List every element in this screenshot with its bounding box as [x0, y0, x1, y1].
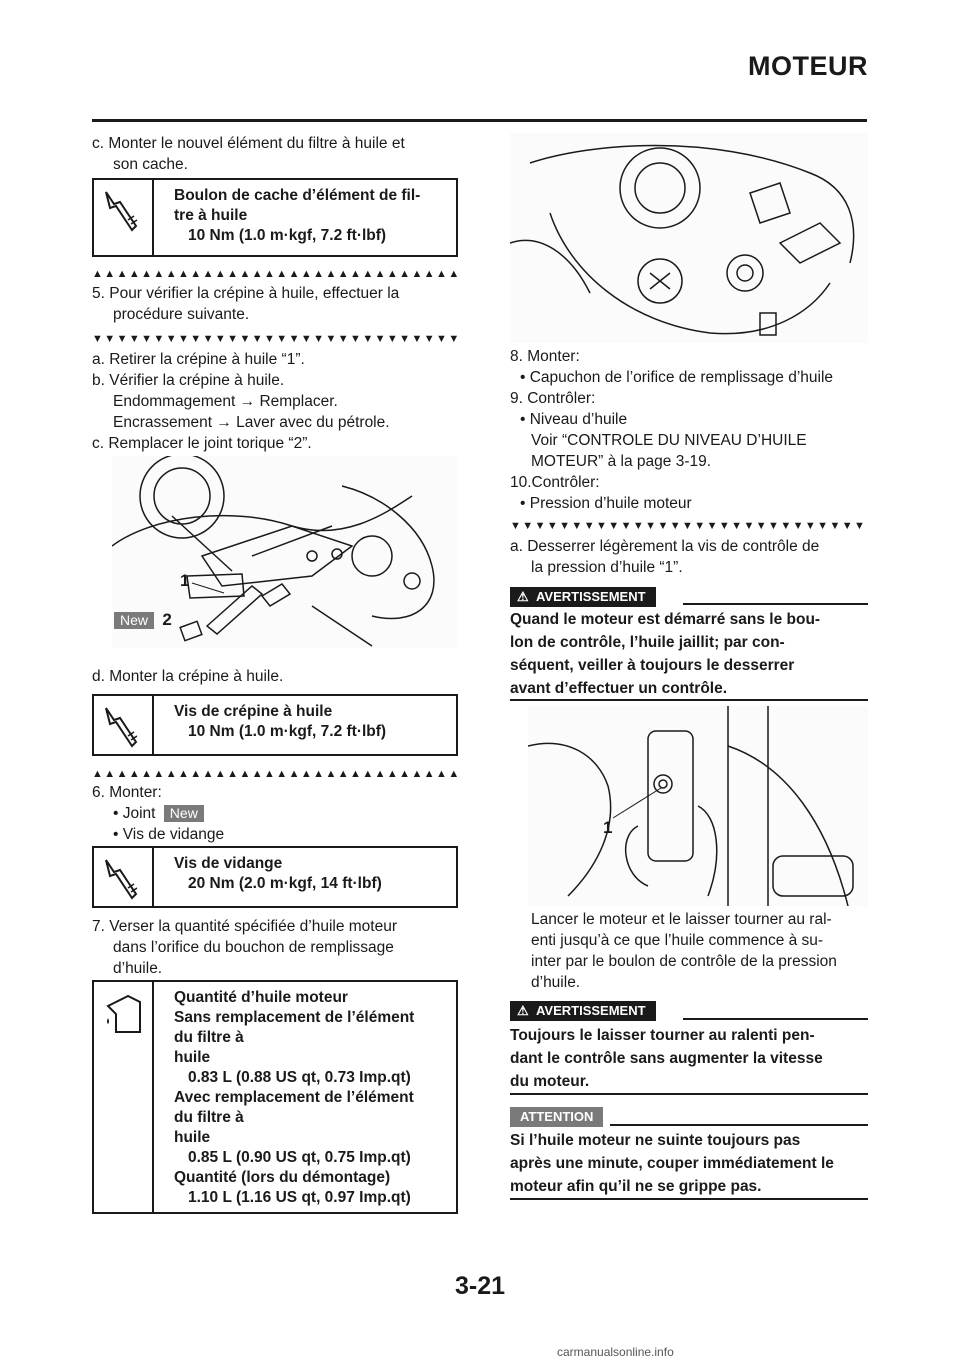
torque-wrench-icon [98, 186, 148, 236]
step-c-oring: c. Remplacer le joint torique “2”. [92, 435, 312, 452]
oil-strainer-illustration [112, 456, 458, 648]
spec-value: 0.85 L (0.90 US qt, 0.75 Imp.qt) [188, 1149, 411, 1166]
spec-value: 10 Nm (1.0 m·kgf, 7.2 ft·lbf) [188, 723, 387, 740]
spec-condition-cont: huile [174, 1129, 211, 1146]
warning-text-line: avant d’effectuer un contrôle. [510, 680, 728, 697]
warning-text-line: Quand le moteur est démarré sans le bou- [510, 611, 821, 628]
step-a-line2: la pression d’huile “1”. [531, 559, 683, 576]
step-a: a. Retirer la crépine à huile “1”. [92, 351, 305, 368]
step-9: 9. Contrôler: [510, 390, 596, 407]
warning-text-line: lon de contrôle, l’huile jaillit; par co… [510, 634, 785, 651]
section-procedure-markers: ▼▼▼▼▼▼▼▼▼▼▼▼▼▼▼▼▼▼▼▼▼▼▼▼▼▼▼▼▼▼▼▼▼▼ [92, 333, 458, 345]
warning-triangle-icon: ⚠ [517, 589, 529, 604]
spec-condition-cont: huile [174, 1049, 211, 1066]
watermark: carmanualsonline.info [557, 1345, 674, 1359]
spec-name: Boulon de cache d’élément de fil- [174, 187, 421, 204]
instruction-line: Lancer le moteur et le laisser tourner a… [531, 911, 832, 928]
spec-condition: Quantité (lors du démontage) [174, 1169, 391, 1186]
step-a-line1: a. Desserrer légèrement la vis de contrô… [510, 538, 820, 555]
spec-name: Quantité d’huile moteur [174, 989, 348, 1006]
oil-filler-cap-illustration [510, 133, 868, 343]
instruction-line: inter par le boulon de contrôle de la pr… [531, 953, 837, 970]
new-part-badge: New [163, 805, 204, 822]
torque-wrench-icon [98, 702, 148, 752]
spec-value: 1.10 L (1.16 US qt, 0.97 Imp.qt) [188, 1189, 411, 1206]
torque-spec-box-drain: Vis de vidange 20 Nm (2.0 m·kgf, 14 ft·l… [92, 846, 458, 908]
spec-name: Vis de vidange [174, 855, 283, 872]
section-procedure-markers: ▼▼▼▼▼▼▼▼▼▼▼▼▼▼▼▼▼▼▼▼▼▼▼▼▼▼▼▼▼▼▼▼▼▼ [510, 520, 868, 532]
step-7-line3: d’huile. [113, 960, 163, 977]
attention-text: Si l’huile moteur ne suinte toujours pas… [510, 1129, 834, 1198]
spec-value: 0.83 L (0.88 US qt, 0.73 Imp.qt) [188, 1069, 411, 1086]
warning-header: ⚠ AVERTISSEMENT [510, 586, 656, 607]
item-oil-pressure: • Pression d’huile moteur [520, 495, 692, 512]
item-filler-cap: • Capuchon de l’orifice de remplissage d… [520, 369, 834, 386]
spec-value: 10 Nm (1.0 m·kgf, 7.2 ft·lbf) [188, 227, 387, 244]
attention-text-line: Si l’huile moteur ne suinte toujours pas [510, 1132, 801, 1149]
warning-triangle-icon: ⚠ [517, 1003, 529, 1018]
spec-condition: Avec remplacement de l’élément [174, 1089, 414, 1106]
figure-callout-1: 1 [603, 818, 613, 837]
see-reference-line1: Voir “CONTROLE DU NIVEAU D’HUILE [531, 432, 807, 449]
warning-text-line: du moteur. [510, 1073, 590, 1090]
torque-spec-box-filter-cover: Boulon de cache d’élément de fil- tre à … [92, 178, 458, 257]
attention-label: ATTENTION [510, 1107, 604, 1127]
section-end-markers: ▲▲▲▲▲▲▲▲▲▲▲▲▲▲▲▲▲▲▲▲▲▲▲▲▲▲▲▲▲▲▲▲▲▲ [92, 768, 458, 780]
step-c-line1: c. Monter le nouvel élément du filtre à … [92, 135, 405, 152]
warning-label: AVERTISSEMENT [536, 1003, 646, 1018]
section-start-markers: ▲▲▲▲▲▲▲▲▲▲▲▲▲▲▲▲▲▲▲▲▲▲▲▲▲▲▲▲▲▲▲▲▲▲ [92, 268, 458, 280]
spec-condition: Sans remplacement de l’élément [174, 1009, 415, 1026]
warning-text-line: séquent, veiller à toujours le desserrer [510, 657, 795, 674]
warning-text: Toujours le laisser tourner au ralenti p… [510, 1024, 823, 1093]
attention-text-line: moteur afin qu’il ne se grippe pas. [510, 1178, 762, 1195]
step-7-line2: dans l’orifice du bouchon de remplissage [113, 939, 394, 956]
spec-value: 20 Nm (2.0 m·kgf, 14 ft·lbf) [188, 875, 382, 892]
step-b-damage: Endommagement → Remplacer. [113, 393, 338, 410]
instruction-line: d’huile. [531, 974, 581, 991]
page-title: MOTEUR [748, 51, 868, 81]
step-10: 10.Contrôler: [510, 474, 600, 491]
warning-label: AVERTISSEMENT [536, 589, 646, 604]
spec-condition-cont: du filtre à [174, 1109, 244, 1126]
spec-name-cont: tre à huile [174, 207, 248, 224]
see-reference-line2: MOTEUR” à la page 3-19. [531, 453, 712, 470]
item-oil-level: • Niveau d’huile [520, 411, 628, 428]
step-c-line2: son cache. [113, 156, 188, 173]
torque-wrench-icon [98, 854, 148, 904]
warning-text: Quand le moteur est démarré sans le bou-… [510, 608, 820, 700]
warning-text-line: dant le contrôle sans augmenter la vites… [510, 1050, 823, 1067]
torque-spec-box-strainer: Vis de crépine à huile 10 Nm (1.0 m·kgf,… [92, 694, 458, 756]
warning-header: ⚠ AVERTISSEMENT [510, 1000, 656, 1021]
step-5-line1: 5. Pour vérifier la crépine à huile, eff… [92, 285, 400, 302]
figure-callout-2: 2 [162, 610, 172, 629]
attention-header: ATTENTION [510, 1106, 604, 1127]
instruction-line: enti jusqu’à ce que l’huile commence à s… [531, 932, 824, 949]
header-rule [92, 119, 867, 122]
step-6: 6. Monter: [92, 784, 162, 801]
spec-name: Vis de crépine à huile [174, 703, 333, 720]
item-joint: • Joint [113, 805, 156, 822]
warning-text-line: Toujours le laisser tourner au ralenti p… [510, 1027, 815, 1044]
step-d: d. Monter la crépine à huile. [92, 668, 284, 685]
step-5-line2: procédure suivante. [113, 306, 250, 323]
item-drain-bolt: • Vis de vidange [113, 826, 225, 843]
new-part-badge: New [114, 612, 155, 629]
figure-callout-1: 1 [180, 571, 190, 590]
oil-pressure-check-illustration [528, 706, 868, 906]
attention-text-line: après une minute, couper immédiatement l… [510, 1155, 834, 1172]
step-7-line1: 7. Verser la quantité spécifiée d’huile … [92, 918, 398, 935]
page-number: 3-21 [454, 1272, 506, 1300]
oil-quantity-spec-box: Quantité d’huile moteur Sans remplacemen… [92, 980, 458, 1214]
step-b-dirt: Encrassement → Laver avec du pétrole. [113, 414, 390, 431]
step-8: 8. Monter: [510, 348, 580, 365]
spec-condition-cont: du filtre à [174, 1029, 244, 1046]
step-b: b. Vérifier la crépine à huile. [92, 372, 285, 389]
left-column: c. Monter le nouvel élément du filtre à … [92, 133, 462, 175]
oil-can-icon [98, 988, 148, 1038]
